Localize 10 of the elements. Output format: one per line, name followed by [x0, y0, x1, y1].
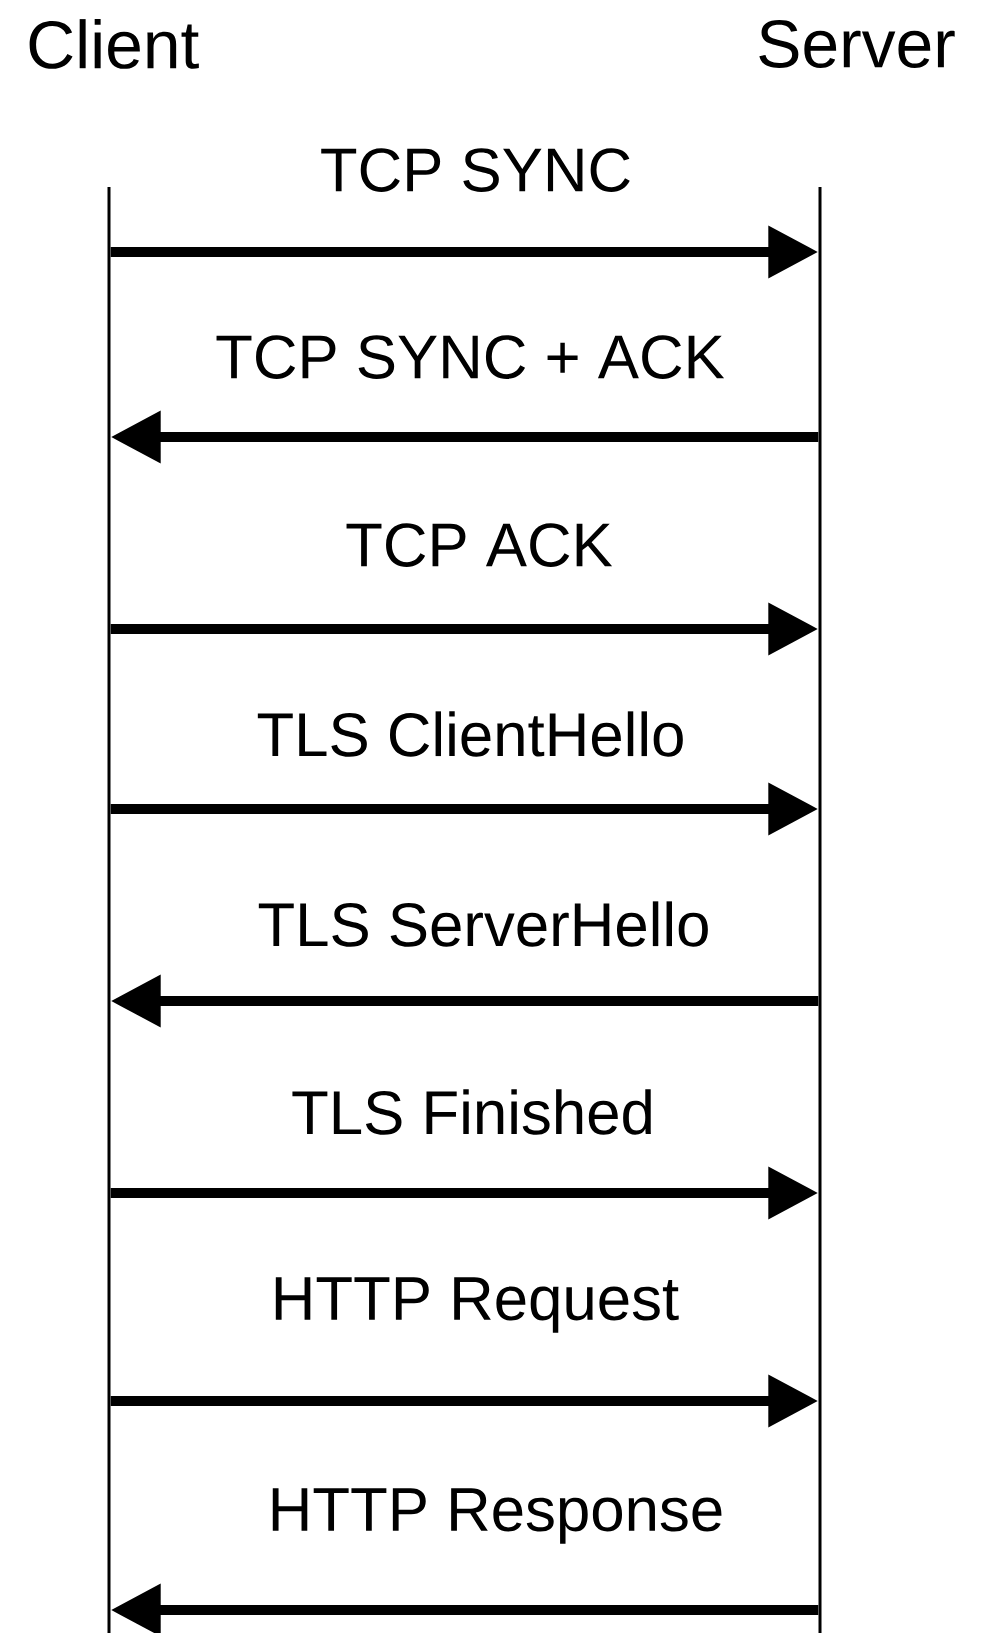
edge-label: HTTP Response — [265, 1486, 727, 1546]
edge-label: TLS ClientHello — [254, 709, 688, 759]
edge-label: TLS ServerHello — [255, 899, 713, 949]
edge-label: TCP ACK — [343, 521, 615, 569]
edge-label: HTTP Request — [268, 1275, 682, 1335]
participant-label: Server — [759, 20, 955, 68]
participant-label: Client — [29, 19, 199, 69]
edge-label: TCP SYNC — [317, 146, 635, 194]
edge-label: TLS Finished — [289, 1087, 657, 1137]
edge-label: TCP SYNC + ACK — [213, 333, 727, 381]
